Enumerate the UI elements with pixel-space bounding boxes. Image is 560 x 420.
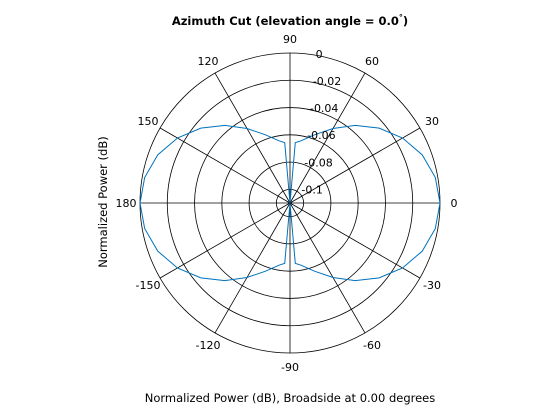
angle-label--120: -120 — [196, 339, 221, 352]
angle-label--60: -60 — [363, 339, 381, 352]
angle-label-180: 180 — [116, 197, 137, 210]
spoke--120 — [214, 202, 291, 334]
angle-label--90: -90 — [281, 361, 299, 374]
angle-label--150: -150 — [135, 279, 160, 292]
ring--0.02 — [166, 79, 414, 327]
ring--0.1 — [275, 188, 305, 218]
x-axis-label: Normalized Power (dB), Broadside at 0.00… — [144, 391, 436, 405]
ring--0.06 — [221, 134, 359, 272]
spoke--30 — [289, 202, 421, 279]
radial-label--0.06: -0.06 — [307, 129, 335, 142]
angle-label-0: 0 — [451, 197, 458, 210]
series-layer — [139, 124, 441, 282]
chart-title: Azimuth Cut (elevation angle = 0.0°) — [171, 13, 409, 28]
radial-label-0: 0 — [316, 48, 323, 61]
spoke--60 — [289, 202, 366, 334]
radial-label--0.02: -0.02 — [313, 75, 341, 88]
ring--0.04 — [194, 107, 386, 299]
angle-label-120: 120 — [198, 55, 219, 68]
ring--0.08 — [248, 161, 332, 245]
spoke-120 — [214, 72, 291, 204]
spoke-60 — [289, 72, 366, 204]
angle-label--30: -30 — [423, 279, 441, 292]
spoke-150 — [159, 127, 291, 204]
spoke-30 — [289, 127, 421, 204]
angle-label-60: 60 — [365, 55, 379, 68]
radial-label--0.04: -0.04 — [310, 102, 338, 115]
radial-label--0.1: -0.1 — [301, 183, 322, 196]
tick-labels: 0 30 60 90 120 150 180 -150 -120 -90 -60 -30 0 -0.02 -… — [116, 33, 458, 374]
radial-label--0.08: -0.08 — [304, 156, 332, 169]
angle-label-90: 90 — [283, 33, 297, 46]
angle-label-150: 150 — [137, 115, 158, 128]
spoke--150 — [159, 202, 291, 279]
angle-label-30: 30 — [425, 115, 439, 128]
